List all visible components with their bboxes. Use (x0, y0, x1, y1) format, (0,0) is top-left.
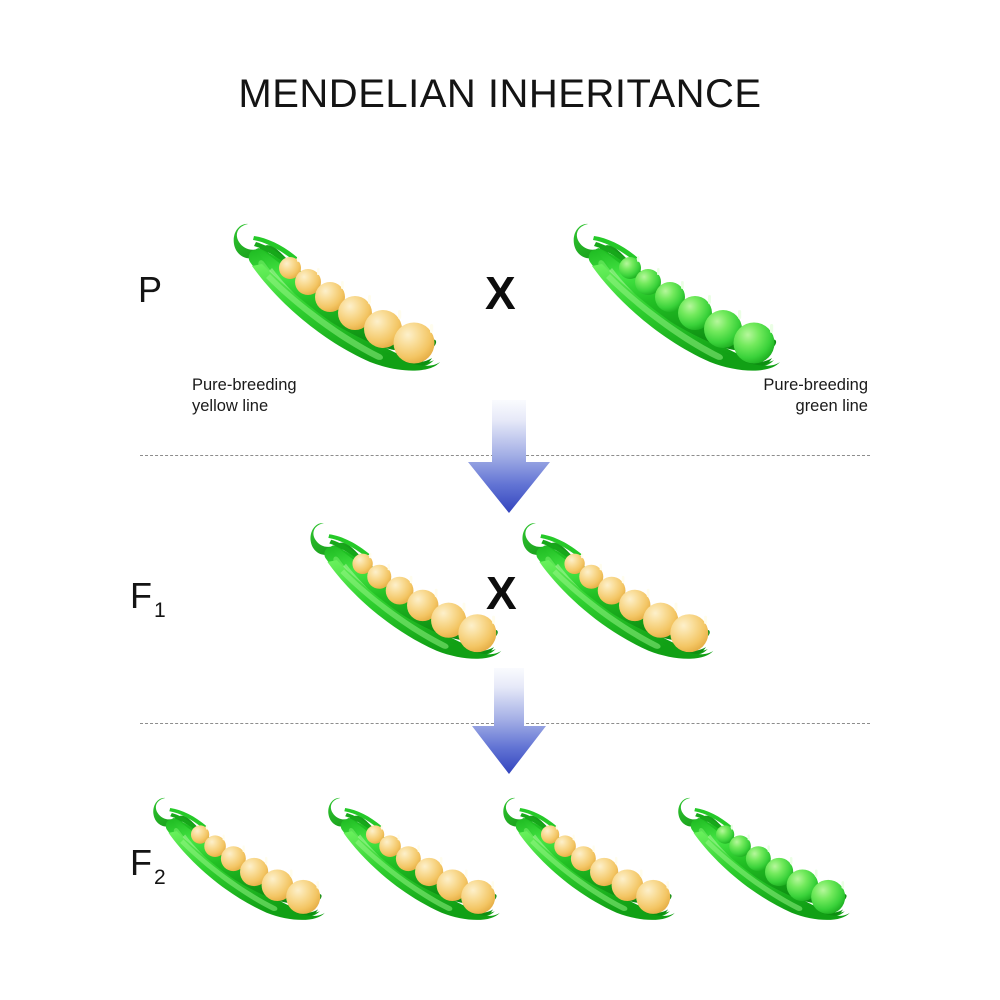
generation-label-f2-text: F (130, 842, 152, 883)
cross-symbol-p: X (485, 267, 516, 319)
pod-f2-4 (665, 788, 865, 921)
generation-label-p-text: P (138, 269, 163, 310)
generation-label-f2-subscript: 2 (154, 866, 166, 889)
cross-symbol-f1: X (486, 567, 517, 619)
peas-group (564, 553, 709, 653)
peas-group (365, 825, 496, 914)
generation-label-f1-text: F (130, 575, 152, 616)
pod-f2-1 (140, 788, 340, 921)
arrow-f1-to-f2 (470, 668, 548, 776)
arrow-p-to-f1 (466, 400, 552, 515)
pod-f1-right (508, 512, 730, 660)
peas-group (619, 257, 775, 364)
caption-pure-breeding-green-line2: green line (795, 397, 868, 416)
pod-p-yellow (218, 212, 458, 372)
peas-group (352, 553, 497, 653)
generation-label-f1: F1 (130, 575, 166, 622)
generation-label-f2: F2 (130, 842, 166, 889)
caption-pure-breeding-yellow-line1: Pure-breeding (192, 376, 297, 394)
page-title: MENDELIAN INHERITANCE (238, 72, 762, 116)
peas-group (540, 825, 671, 914)
caption-pure-breeding-green-line1: Pure-breeding (763, 376, 868, 394)
pod-f1-left (296, 512, 518, 660)
pod-p-green (558, 212, 798, 372)
generation-label-p: P (138, 272, 162, 308)
caption-pure-breeding-yellow: Pure-breeding yellow line (192, 375, 297, 417)
caption-pure-breeding-yellow-line2: yellow line (192, 397, 269, 416)
pod-f2-3 (490, 788, 690, 921)
peas-group (715, 825, 846, 914)
peas-group (190, 825, 321, 914)
caption-pure-breeding-green: Pure-breeding green line (648, 375, 868, 417)
generation-label-f1-subscript: 1 (154, 599, 166, 622)
peas-group (279, 257, 435, 364)
pod-f2-2 (315, 788, 515, 921)
